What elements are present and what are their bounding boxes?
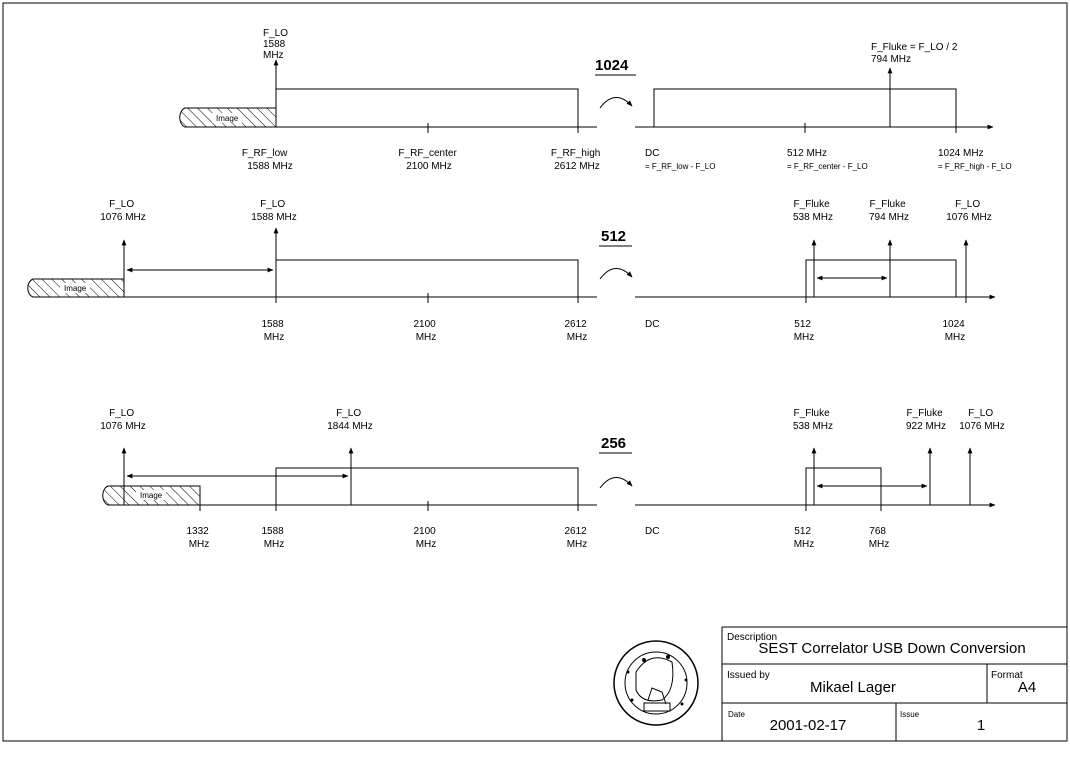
panel-256: Image 256 F_LO 1076 MHz F_LO 1844 MHz F_… [100, 408, 1005, 550]
label-rf-low: F_RF_low 1588 MHz [242, 148, 293, 172]
format-value: A4 [1018, 679, 1036, 696]
institution-seal [613, 640, 699, 726]
image-label: Image [140, 491, 163, 500]
label-dc: DC [645, 319, 659, 330]
issue-value: 1 [977, 717, 985, 734]
label-f-fluke: F_Fluke 794 MHz [869, 199, 909, 223]
decimation-label: 512 [601, 228, 626, 245]
label-f-fluke: F_Fluke 922 MHz [906, 408, 946, 432]
conversion-arrow-icon [599, 477, 633, 489]
label-rf-center: F_RF_center 2100 MHz [398, 148, 459, 172]
issued-by-value: Mikael Lager [810, 679, 896, 696]
description-label: Description [727, 632, 777, 643]
label-1332: 1332 MHz [186, 526, 211, 550]
label-f-lo: F_LO 1588 MHz [251, 199, 297, 223]
label-f-lo: F_LO 1076 MHz [946, 199, 992, 223]
date-label: Date [728, 710, 745, 719]
date-value: 2001-02-17 [770, 717, 847, 734]
label-2100: 2100 MHz [413, 526, 438, 550]
label-512: 512 MHz = F_RF_center - F_LO [787, 148, 868, 171]
if-band [653, 88, 957, 128]
label-f-fluke: F_Fluke = F_LO / 2 794 MHz [871, 42, 960, 65]
issue-label: Issue [900, 710, 920, 719]
label-1024: 1024 MHz = F_RF_high - F_LO [938, 148, 1012, 171]
label-f-lo: F_LO 1844 MHz [327, 408, 373, 432]
label-f-lo: F_LO 1076 MHz [100, 199, 146, 223]
label-1024: 1024 MHz [942, 319, 967, 343]
label-1588: 1588 MHz [261, 526, 286, 550]
rf-band [275, 259, 579, 298]
label-512: 512 MHz [794, 319, 815, 343]
title-block: Description SEST Correlator USB Down Con… [721, 626, 1067, 741]
description-value: SEST Correlator USB Down Conversion [758, 640, 1025, 657]
format-label: Format [991, 670, 1023, 681]
label-dc: DC = F_RF_low - F_LO [645, 148, 715, 171]
label-rf-high: F_RF_high 2612 MHz [551, 148, 603, 172]
image-label: Image [216, 114, 239, 123]
sheet-border [2, 2, 1068, 742]
label-f-lo: F_LO 1076 MHz [959, 408, 1005, 432]
rf-band [275, 88, 579, 128]
label-f-lo: F_LO 1076 MHz [100, 408, 146, 432]
conversion-arrow-icon [599, 268, 633, 280]
label-2612: 2612 MHz [564, 319, 589, 343]
issued-by-label: Issued by [727, 670, 770, 681]
label-2612: 2612 MHz [564, 526, 589, 550]
label-f-fluke: F_Fluke 538 MHz [793, 408, 833, 432]
decimation-label: 1024 [595, 57, 629, 74]
decimation-label: 256 [601, 435, 626, 452]
label-768: 768 MHz [869, 526, 890, 550]
label-1588: 1588 MHz [261, 319, 286, 343]
panel-1024: Image 1024 F_LO 1588 MHz F_Fluke = F_LO … [179, 28, 1012, 172]
label-f-lo: F_LO 1588 MHz [263, 28, 291, 61]
conversion-arrow-icon [599, 97, 633, 109]
image-label: Image [64, 284, 87, 293]
label-2100: 2100 MHz [413, 319, 438, 343]
panel-512: Image 512 F_LO 1076 MHz F_LO 1588 MHz F_… [27, 199, 996, 343]
label-512: 512 MHz [794, 526, 815, 550]
label-dc: DC [645, 526, 659, 537]
label-f-fluke: F_Fluke 538 MHz [793, 199, 833, 223]
rf-band [275, 467, 579, 506]
if-band [805, 259, 957, 298]
